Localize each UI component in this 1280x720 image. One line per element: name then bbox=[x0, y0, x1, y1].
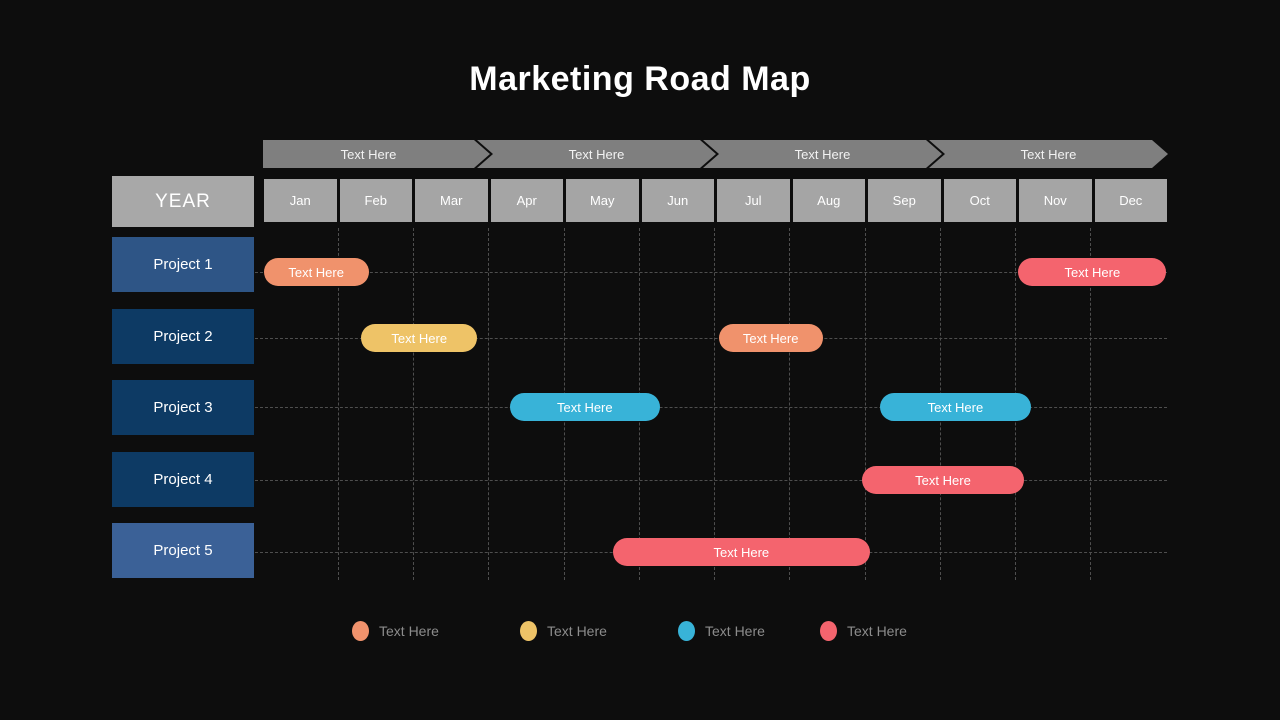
legend-label: Text Here bbox=[705, 623, 765, 639]
gantt-bar-label: Text Here bbox=[288, 264, 344, 280]
gantt-bar-label: Text Here bbox=[915, 472, 971, 488]
gantt-bar-red: Text Here bbox=[862, 466, 1024, 494]
phase-arrow-4: Text Here bbox=[929, 140, 1168, 168]
month-gridline bbox=[714, 228, 715, 580]
month-header: Feb bbox=[339, 179, 412, 222]
row-gridline bbox=[255, 338, 1167, 339]
project-label-text: Project 1 bbox=[153, 256, 213, 273]
month-gridline bbox=[488, 228, 490, 580]
legend-item-yellow: Text Here bbox=[520, 620, 607, 642]
legend-dot-icon bbox=[678, 621, 695, 641]
gantt-bar-label: Text Here bbox=[1064, 264, 1121, 280]
row-gridline bbox=[255, 272, 1167, 273]
project-label-5: Project 5 bbox=[112, 523, 254, 578]
project-label-3: Project 3 bbox=[112, 380, 254, 435]
month-header: Aug bbox=[792, 179, 865, 222]
month-header: May bbox=[566, 179, 639, 222]
phase-arrow-row: Text Here Text Here Text Here Text Here bbox=[263, 140, 1168, 168]
month-header: Apr bbox=[490, 179, 563, 222]
month-header: Oct bbox=[943, 179, 1016, 222]
month-gridline bbox=[1090, 228, 1092, 580]
month-gridline bbox=[864, 228, 866, 580]
project-label-1: Project 1 bbox=[112, 237, 254, 292]
gantt-bar-label: Text Here bbox=[742, 330, 799, 346]
row-gridline bbox=[255, 480, 1167, 481]
legend-label: Text Here bbox=[379, 623, 439, 639]
gantt-bar-orange: Text Here bbox=[718, 324, 823, 352]
legend-dot-icon bbox=[520, 621, 537, 641]
project-label-4: Project 4 bbox=[112, 452, 254, 507]
legend-item-red: Text Here bbox=[820, 620, 907, 642]
legend-label: Text Here bbox=[847, 623, 907, 639]
project-label-2: Project 2 bbox=[112, 309, 254, 364]
month-header: Nov bbox=[1019, 179, 1092, 222]
gantt-bar-red: Text Here bbox=[1018, 258, 1167, 286]
month-header: Jul bbox=[717, 179, 790, 222]
phase-arrow-label: Text Here bbox=[794, 146, 851, 162]
gantt-bar-teal: Text Here bbox=[509, 393, 661, 421]
legend-label: Text Here bbox=[547, 623, 607, 639]
legend-item-teal: Text Here bbox=[678, 620, 765, 642]
month-header: Mar bbox=[415, 179, 488, 222]
phase-arrow-1: Text Here bbox=[263, 140, 490, 168]
phase-arrow-label: Text Here bbox=[1020, 146, 1077, 162]
gantt-bar-teal: Text Here bbox=[879, 393, 1032, 421]
project-label-text: Project 2 bbox=[153, 328, 213, 345]
phase-arrow-label: Text Here bbox=[568, 146, 625, 162]
gantt-bar-label: Text Here bbox=[927, 399, 984, 415]
month-gridline bbox=[337, 228, 339, 580]
slide-title: Marketing Road Map bbox=[469, 60, 811, 98]
month-gridline bbox=[413, 228, 414, 580]
gantt-bar-orange: Text Here bbox=[263, 258, 369, 286]
legend-dot-icon bbox=[352, 621, 369, 641]
phase-arrow-label: Text Here bbox=[340, 146, 397, 162]
month-header: Dec bbox=[1094, 179, 1167, 222]
gantt-bar-yellow: Text Here bbox=[361, 324, 478, 352]
project-label-text: Project 4 bbox=[153, 471, 213, 488]
phase-arrow-3: Text Here bbox=[703, 140, 942, 168]
month-gridline bbox=[789, 228, 791, 580]
gantt-bar-red: Text Here bbox=[612, 538, 870, 566]
gantt-bar-label: Text Here bbox=[713, 544, 770, 560]
gantt-bar-label: Text Here bbox=[556, 399, 613, 415]
gantt-bar-label: Text Here bbox=[391, 330, 448, 346]
legend-dot-icon bbox=[820, 621, 837, 641]
month-header: Sep bbox=[868, 179, 941, 222]
month-header: Jun bbox=[641, 179, 714, 222]
month-header: Jan bbox=[264, 179, 337, 222]
legend-item-orange: Text Here bbox=[352, 620, 439, 642]
project-label-text: Project 5 bbox=[153, 542, 213, 559]
project-label-text: Project 3 bbox=[153, 399, 213, 416]
row-gridline bbox=[255, 407, 1167, 408]
phase-arrow-2: Text Here bbox=[477, 140, 716, 168]
year-header: YEAR bbox=[112, 176, 254, 227]
